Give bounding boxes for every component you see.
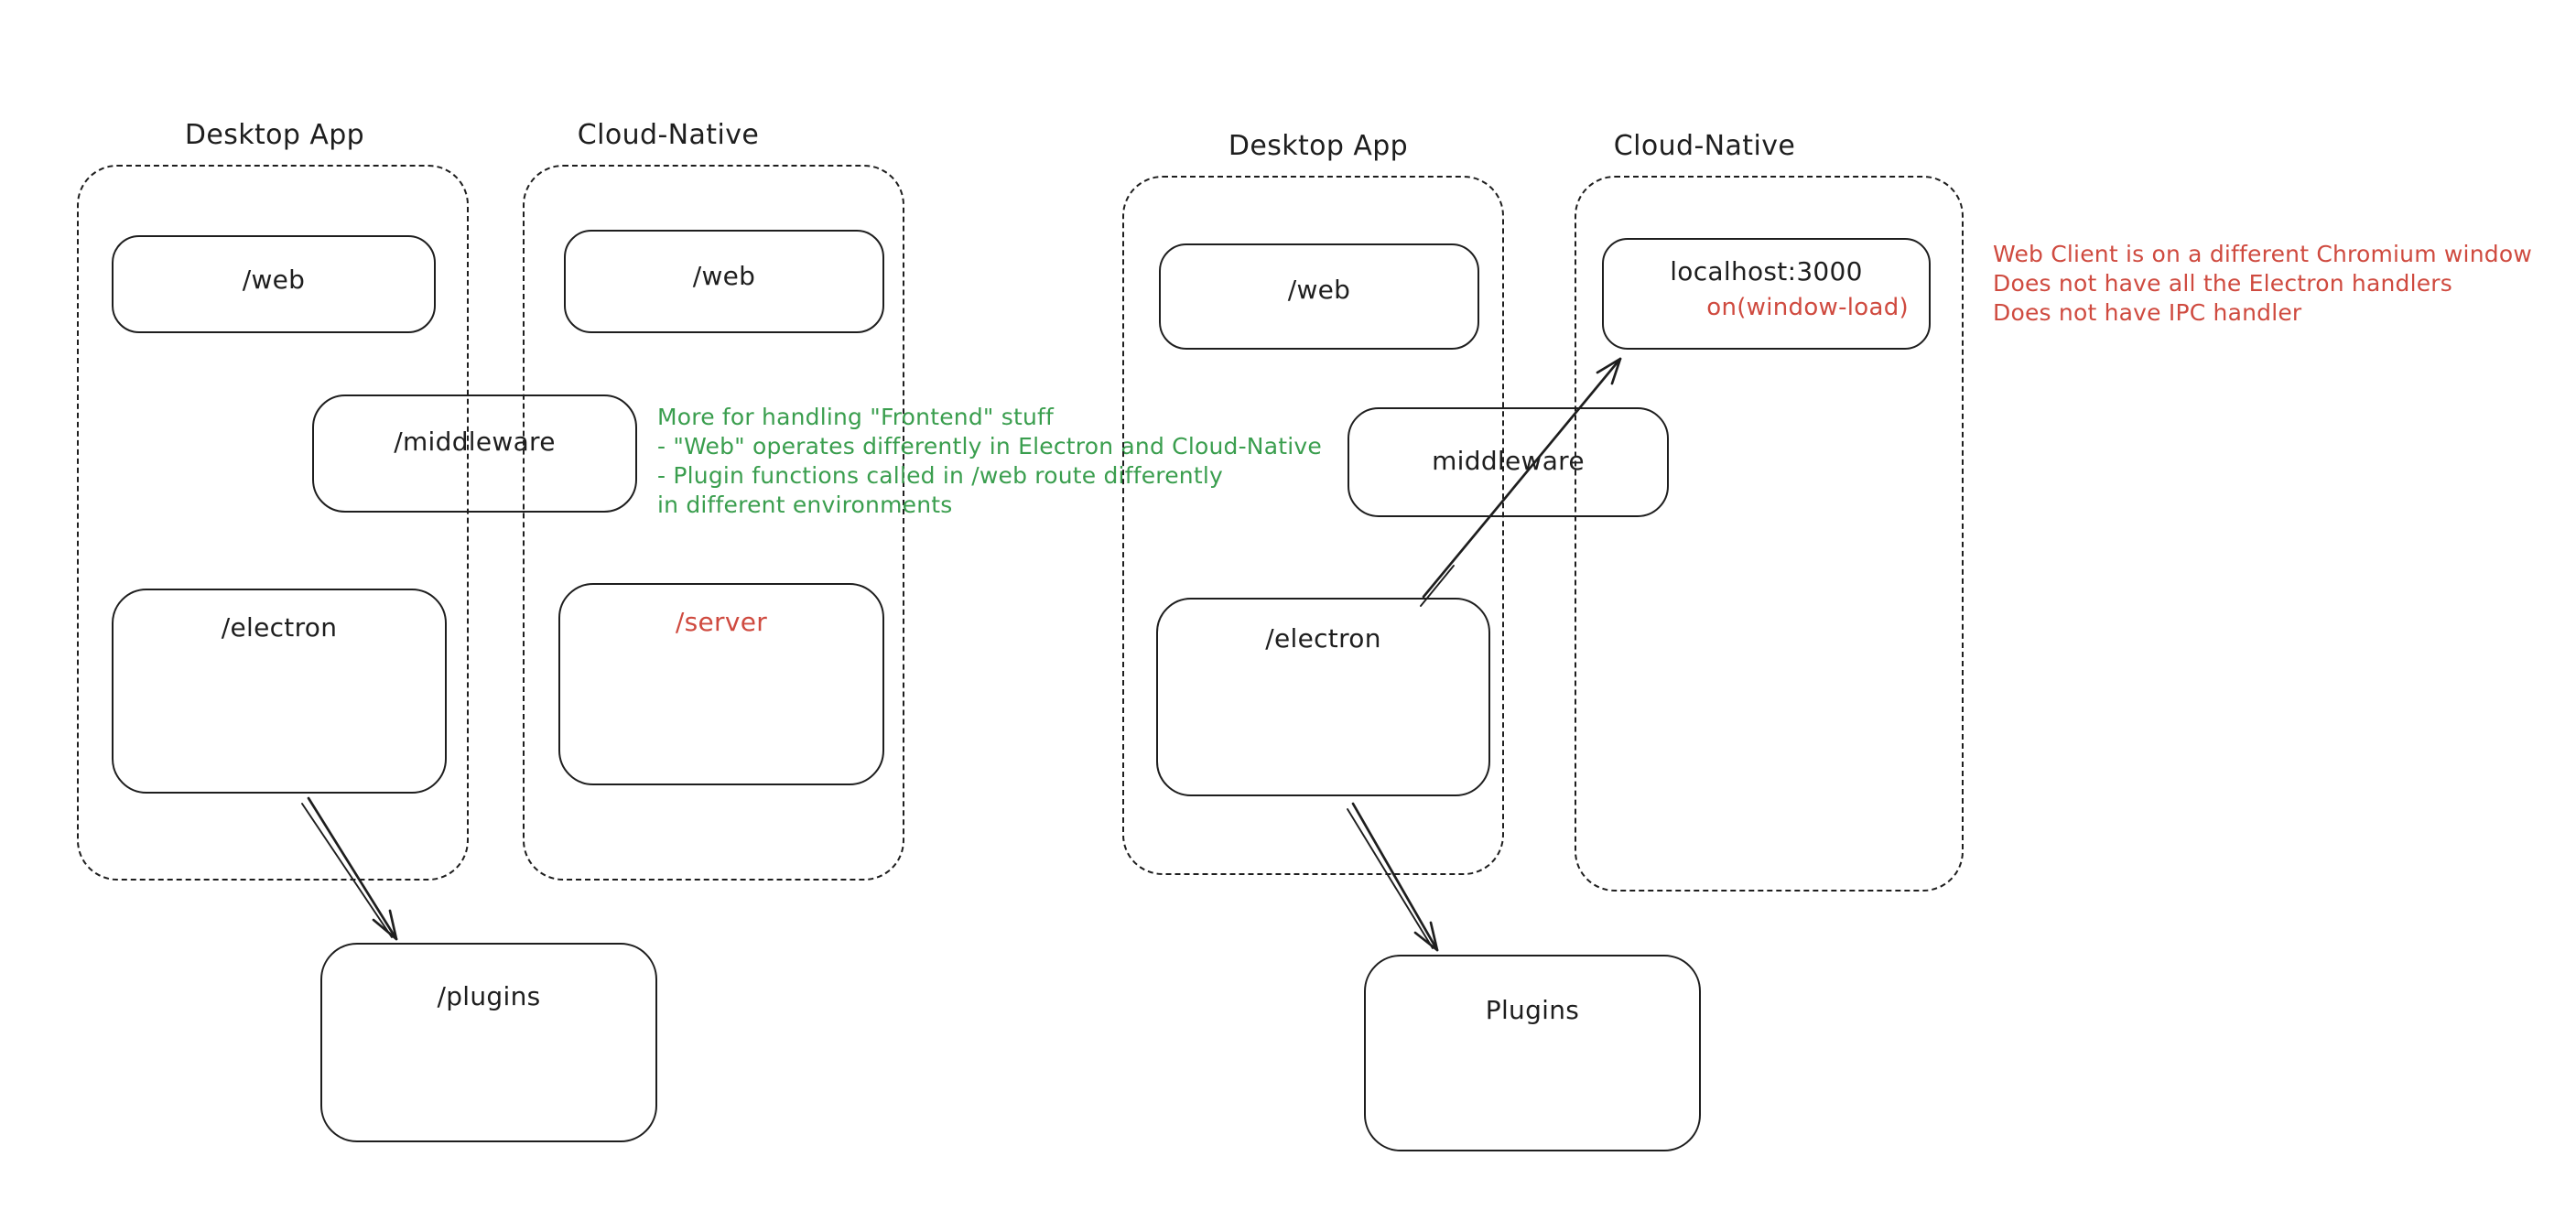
right-middleware-box: middleware: [1348, 407, 1669, 517]
left-cloud-web-label: /web: [692, 261, 756, 291]
left-desktop-web-box: /web: [112, 235, 436, 333]
left-desktop-app-title: Desktop App: [184, 119, 365, 151]
green-annotation-line: in different environments: [657, 492, 953, 518]
left-electron-label: /electron: [221, 612, 338, 643]
right-cloud-native-title: Cloud-Native: [1613, 130, 1796, 162]
left-cloud-web-box: /web: [564, 230, 884, 333]
left-desktop-web-label: /web: [242, 265, 306, 295]
left-plugins-label: /plugins: [437, 981, 541, 1011]
green-annotation-line: - Plugin functions called in /web route …: [657, 462, 1223, 489]
left-electron-box: /electron: [112, 589, 447, 794]
left-server-box: /server: [558, 583, 884, 785]
left-middleware-label: /middleware: [394, 427, 556, 457]
right-desktop-web-box: /web: [1159, 243, 1479, 350]
green-annotation: More for handling "Frontend" stuff - "We…: [657, 403, 1322, 520]
left-server-label: /server: [675, 607, 768, 637]
red-annotation-line: Web Client is on a different Chromium wi…: [1993, 241, 2532, 267]
left-plugins-box: /plugins: [320, 943, 657, 1142]
right-desktop-web-label: /web: [1287, 275, 1351, 305]
left-middleware-box: /middleware: [312, 394, 637, 513]
red-annotation-line: Does not have IPC handler: [1993, 299, 2302, 326]
red-annotation: Web Client is on a different Chromium wi…: [1993, 240, 2532, 328]
green-annotation-line: - "Web" operates differently in Electron…: [657, 433, 1322, 459]
green-annotation-line: More for handling "Frontend" stuff: [657, 404, 1055, 430]
right-plugins-label: Plugins: [1485, 995, 1580, 1025]
left-cloud-native-title: Cloud-Native: [577, 119, 760, 151]
localhost-box: localhost:3000 on(window-load): [1602, 238, 1931, 350]
on-window-load-label: on(window-load): [1706, 294, 1909, 321]
left-desktop-app-frame: [77, 165, 469, 881]
left-cloud-native-frame: [523, 165, 904, 881]
right-middleware-label: middleware: [1432, 446, 1585, 476]
right-desktop-app-title: Desktop App: [1228, 130, 1409, 162]
localhost-label: localhost:3000: [1670, 256, 1863, 286]
right-electron-label: /electron: [1265, 623, 1381, 654]
arrow-right-electron-to-plugins-head: [1413, 921, 1439, 952]
arrow-left-electron-to-plugins-head: [372, 909, 398, 941]
right-electron-box: /electron: [1156, 598, 1490, 796]
red-annotation-line: Does not have all the Electron handlers: [1993, 270, 2453, 297]
right-plugins-box: Plugins: [1364, 955, 1701, 1151]
